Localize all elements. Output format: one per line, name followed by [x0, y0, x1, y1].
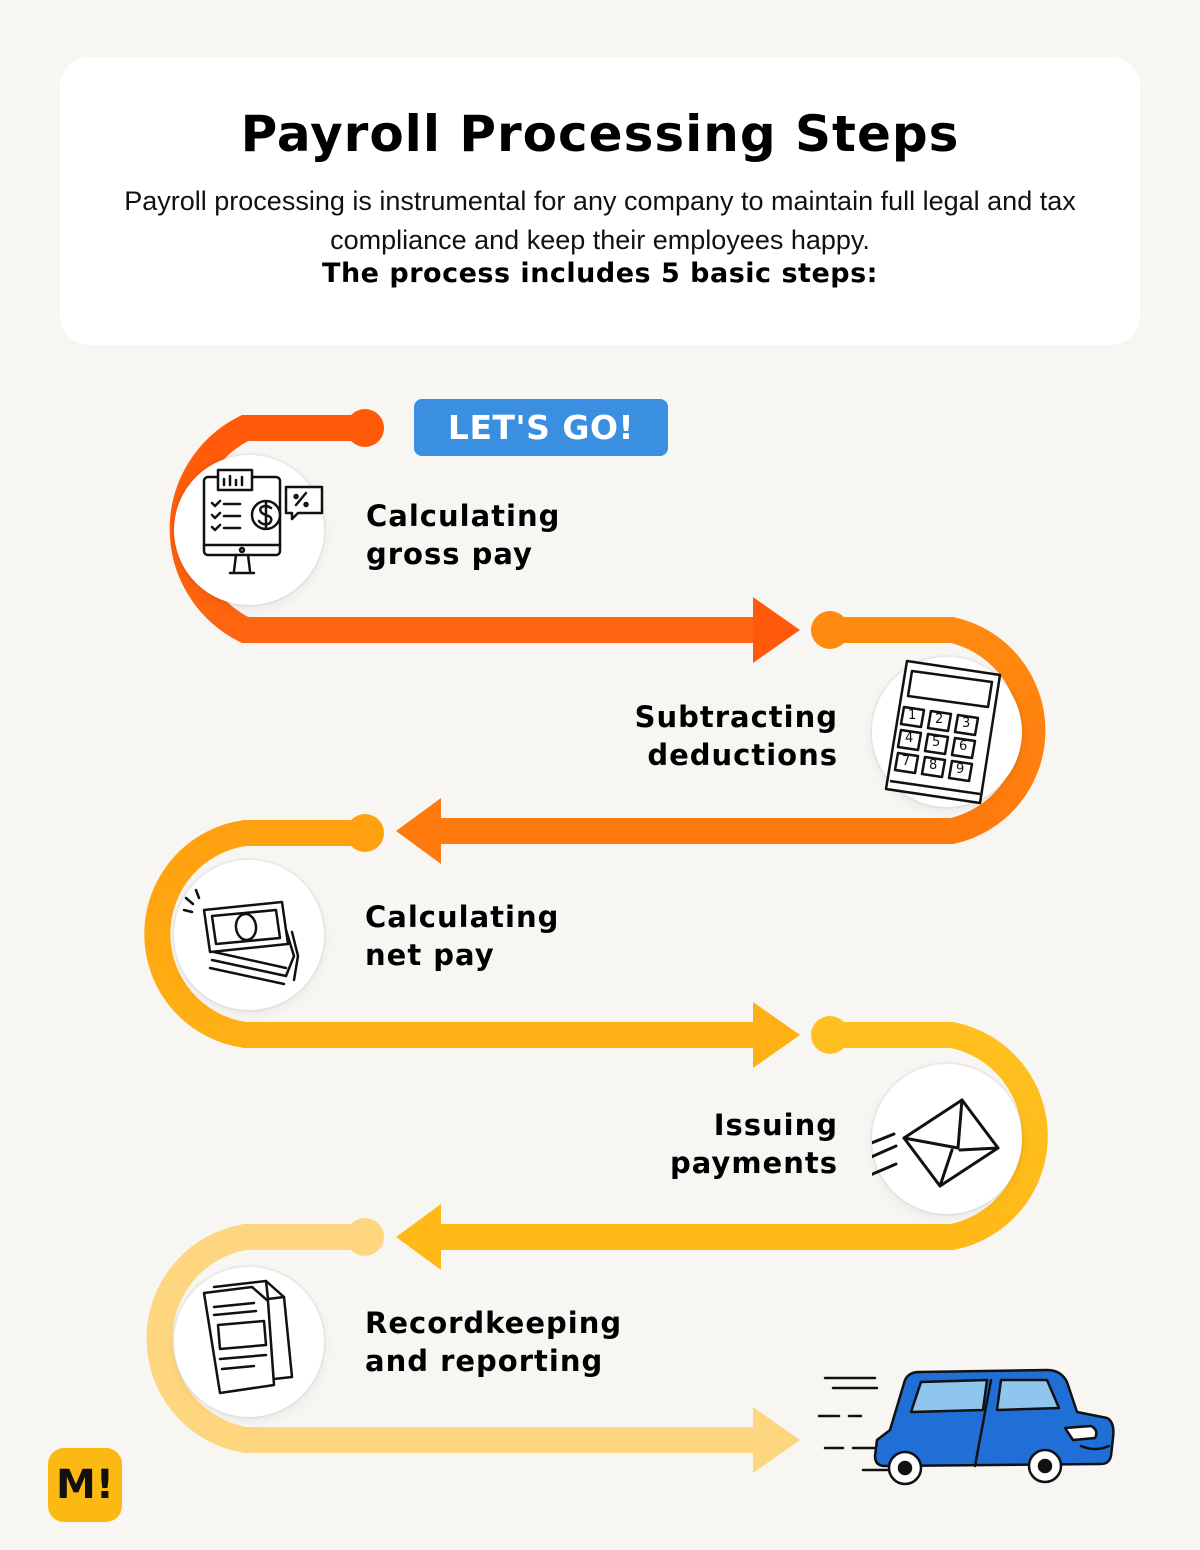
step-2-label: Subtracting deductions — [634, 700, 838, 772]
monitor-dollar-icon — [202, 468, 324, 575]
step-4-label: Issuing payments — [670, 1108, 838, 1180]
step-3-label: Calculating net pay — [365, 900, 560, 972]
svg-text:3: 3 — [962, 716, 970, 731]
page-subtitle-bold: The process includes 5 basic steps: — [322, 258, 878, 289]
step-1-icon-circle — [174, 455, 324, 605]
svg-text:7: 7 — [902, 754, 910, 769]
path-segment-5 — [146, 1218, 800, 1473]
step-5-icon-circle — [174, 1267, 324, 1417]
path-segment-2 — [396, 611, 1046, 864]
brand-logo: M! — [48, 1448, 122, 1522]
path-segment-3 — [144, 814, 800, 1068]
step-3-icon-circle — [174, 860, 324, 1010]
path-segment-4 — [396, 1016, 1048, 1270]
envelope-icon — [872, 1098, 1000, 1188]
page-subtitle: Payroll processing is instrumental for a… — [124, 186, 1076, 255]
svg-text:1: 1 — [908, 708, 916, 723]
documents-icon — [202, 1279, 294, 1395]
cash-stack-icon — [182, 888, 300, 986]
step-2-icon-circle: 1 2 3 4 5 6 7 8 9 — [872, 657, 1022, 807]
page-title: Payroll Processing Steps — [240, 105, 960, 163]
svg-text:2: 2 — [935, 712, 943, 727]
step-4-icon-circle — [872, 1064, 1022, 1214]
calculator-icon: 1 2 3 4 5 6 7 8 9 — [884, 659, 1002, 805]
svg-text:8: 8 — [929, 758, 937, 773]
car-illustration — [817, 1368, 1115, 1486]
step-1-label: Calculating gross pay — [366, 499, 561, 571]
lets-go-badge: LET'S GO! — [414, 399, 668, 456]
header-card — [60, 57, 1140, 345]
step-5-label: Recordkeeping and reporting — [365, 1306, 623, 1378]
svg-text:4: 4 — [905, 731, 913, 746]
svg-text:6: 6 — [959, 739, 967, 754]
svg-text:5: 5 — [932, 735, 940, 750]
svg-text:9: 9 — [956, 762, 964, 777]
